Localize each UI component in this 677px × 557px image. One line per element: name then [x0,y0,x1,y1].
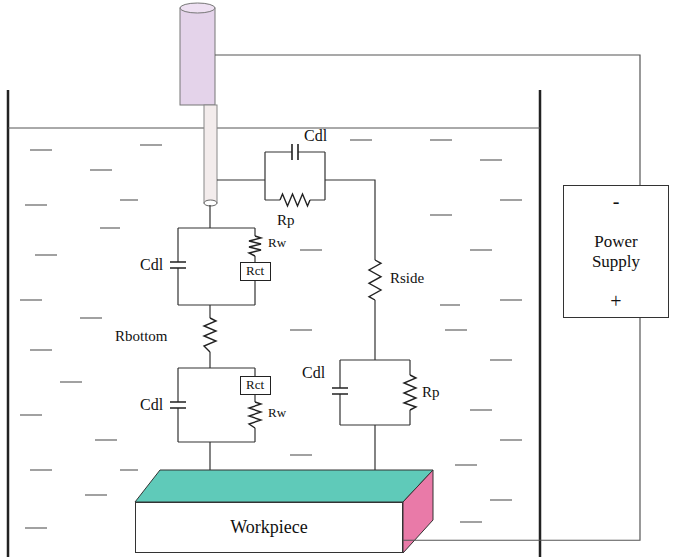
component-label: Cdl [140,256,163,274]
tool-holder-top [180,3,215,13]
node-text: + [610,290,621,313]
component-label: Cdl [140,396,163,414]
component-label: Rp [277,212,295,229]
node-text: - [613,190,620,213]
node-text: Workpiece [230,517,308,538]
circuit-wire [178,152,410,470]
component-label: Rp [422,384,440,401]
component-label: Rw [268,406,286,420]
component-label: Rbottom [115,328,168,345]
resistor-symbol [204,194,416,428]
tool-holder [180,8,215,105]
component-label: Cdl [304,127,327,145]
workpiece-top-face [135,470,433,502]
electrolyte-surface [8,128,540,129]
node-text: Rct [246,378,264,393]
tool-electrode [204,105,217,203]
workpiece-box: Workpiece [135,502,403,553]
component-label: Rw [268,236,286,250]
tank-wall [8,90,540,557]
supply-wire [215,55,640,185]
resistor-box: Rct [240,262,271,281]
power-supply-box: - Power Supply + [563,185,669,318]
resistor-box: Rct [240,376,271,395]
supply-wire [403,318,640,540]
electrolyte-dashes [20,140,522,528]
component-label: Cdl [302,364,325,382]
capacitor-symbol [170,144,348,408]
node-text: Rct [246,264,264,279]
component-label: Rside [390,270,424,287]
node-text: Power Supply [576,232,656,271]
